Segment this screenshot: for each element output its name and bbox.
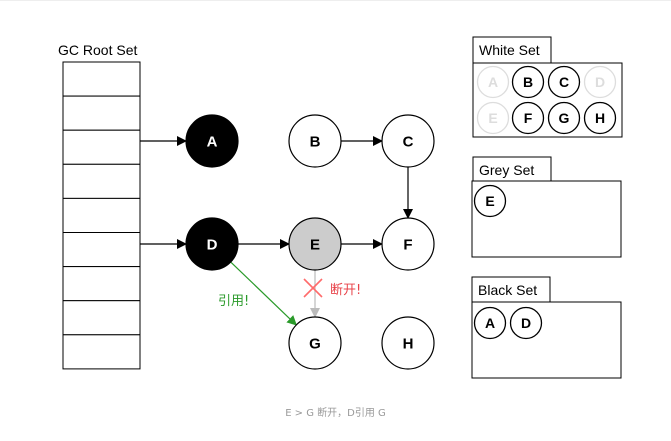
white-set-item: [583, 65, 617, 99]
white-set-item-label: G: [559, 110, 570, 126]
black-set-item: [509, 306, 543, 340]
gc-root-slot: [62, 300, 141, 336]
white-set-item: [547, 101, 581, 135]
new-reference-label: 引用!: [218, 294, 249, 309]
node-circle: [381, 316, 435, 370]
node-circle: [288, 217, 342, 271]
gc-root-slot: [62, 197, 141, 233]
node-label: E: [310, 237, 320, 254]
white-set-item-label: E: [488, 110, 497, 126]
node-label: B: [310, 134, 321, 151]
black-set-item-label: D: [521, 315, 531, 331]
node-label: F: [403, 237, 412, 254]
node-circle: [381, 217, 435, 271]
white-set-item: [476, 65, 510, 99]
reference-edges: 断开! 引用!: [140, 136, 413, 326]
white-set-item: [476, 101, 510, 135]
black-set-tab: [471, 276, 551, 304]
white-set-item: [511, 65, 545, 99]
node-label: G: [309, 336, 321, 353]
node-c: C: [381, 114, 435, 168]
broken-label: 断开!: [330, 283, 361, 298]
black-set-item-label: A: [485, 315, 495, 331]
gc-root-slot: [62, 232, 141, 268]
white-set-item-label: H: [595, 110, 605, 126]
white-set-item-label: A: [488, 74, 498, 90]
node-a: A: [185, 114, 239, 168]
node-d: D: [185, 217, 239, 271]
node-label: A: [207, 134, 218, 151]
node-label: D: [207, 237, 218, 254]
white-set-item-label: F: [524, 110, 533, 126]
gc-root-slot: [62, 129, 141, 165]
node-b: B: [288, 114, 342, 168]
white-set-item: [583, 101, 617, 135]
node-h: H: [381, 316, 435, 370]
gc-root-slot: [62, 95, 141, 131]
object-graph-nodes: A B C D E F G H: [185, 114, 435, 370]
gc-root-slot: [62, 334, 141, 370]
white-set-item-label: B: [523, 74, 533, 90]
gc-root-set-stack: [62, 61, 141, 370]
node-e: E: [288, 217, 342, 271]
white-set-item: [547, 65, 581, 99]
white-set-title: White Set: [479, 42, 540, 58]
node-label: H: [403, 336, 414, 353]
node-circle: [185, 217, 239, 271]
white-set-tab: [472, 36, 552, 64]
node-circle: [381, 114, 435, 168]
white-set-item: [511, 101, 545, 135]
grey-set-title: Grey Set: [479, 162, 534, 178]
white-set-item-label: D: [595, 74, 605, 90]
node-f: F: [381, 217, 435, 271]
node-g: G: [288, 316, 342, 370]
gc-root-slot: [62, 163, 141, 199]
node-label: C: [403, 134, 414, 151]
node-circle: [185, 114, 239, 168]
black-set-item: [473, 306, 507, 340]
broken-cross-mark: [303, 278, 323, 298]
gc-root-set-label: GC Root Set: [58, 42, 137, 58]
node-circle: [288, 114, 342, 168]
gc-root-slot: [62, 61, 141, 97]
white-set-item-label: C: [559, 74, 569, 90]
grey-set-item-label: E: [485, 193, 494, 209]
gc-root-slot: [62, 266, 141, 302]
top-border: [0, 0, 671, 1]
edge-d-to-g: [230, 261, 297, 326]
node-circle: [288, 316, 342, 370]
grey-set-item: [473, 184, 507, 218]
black-set-title: Black Set: [478, 282, 537, 298]
figure-caption: E > G 断开，D引用 G: [285, 408, 386, 419]
